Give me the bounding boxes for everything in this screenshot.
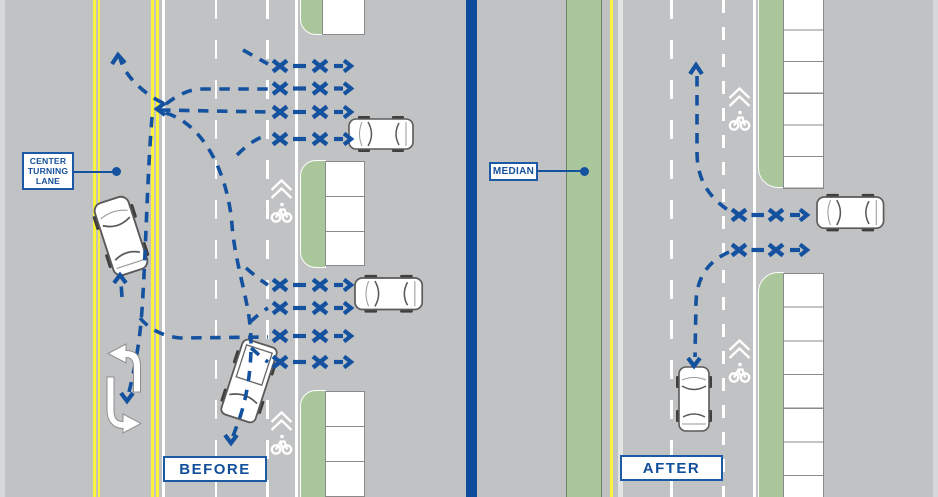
after-yellow-line	[609, 0, 613, 497]
before-building-top	[322, 0, 365, 35]
car-icon	[354, 274, 424, 314]
center-turning-lane-callout: CENTER TURNING LANE	[22, 152, 74, 190]
before-yellow-line-2	[97, 0, 101, 497]
before-yellow-line-4	[156, 0, 159, 497]
after-bike-lane-line	[722, 0, 725, 497]
median-leader	[537, 169, 581, 173]
sharrow-icon	[270, 411, 293, 455]
after-title: AFTER	[642, 459, 701, 477]
arrowhead-down-icon	[686, 356, 702, 370]
before-title-box: BEFORE	[163, 456, 267, 482]
left-road-edge	[0, 0, 5, 497]
vehicles	[88, 115, 885, 432]
right-road-edge	[933, 0, 938, 497]
turn-arrow-markings	[106, 343, 143, 434]
arrowhead-down-icon	[119, 391, 135, 405]
sharrow-icon	[728, 339, 751, 383]
sharrow-icon	[270, 179, 293, 223]
car-icon	[816, 193, 885, 233]
after-lane-line	[670, 0, 673, 497]
arrowhead-up-icon	[688, 61, 704, 76]
after-median-strip	[566, 0, 602, 497]
callout-dot-icon	[580, 167, 589, 176]
center-turning-lane-label: CENTER TURNING LANE	[27, 155, 69, 187]
turn-arrow-marking-icon	[106, 343, 141, 393]
callout-dot-icon	[112, 167, 121, 176]
after-movement-paths	[686, 61, 732, 370]
before-edge-line	[161, 0, 165, 497]
after-parking-top	[782, 0, 824, 189]
turn-arrow-marking-icon	[106, 376, 143, 434]
before-yellow-line-1	[93, 0, 96, 497]
before-curb-line	[295, 0, 298, 497]
median-callout: MEDIAN	[489, 162, 538, 181]
before-parking-bottom	[325, 391, 365, 497]
center-turning-lane-leader	[74, 170, 114, 174]
arrowhead-up-icon	[112, 271, 128, 285]
before-lane-line	[214, 0, 218, 497]
arrowhead-down-icon	[223, 433, 239, 447]
before-parking-mid	[325, 161, 365, 266]
after-edge-line	[617, 0, 623, 497]
before-title: BEFORE	[179, 460, 251, 478]
before-yellow-line-3	[151, 0, 155, 497]
after-title-box: AFTER	[620, 455, 723, 481]
conflict-rows	[273, 61, 811, 368]
median-label: MEDIAN	[492, 166, 535, 177]
before-bike-lane-line	[266, 0, 269, 497]
car-icon	[348, 115, 414, 153]
arrowhead-left-icon	[153, 101, 167, 117]
arrowhead-up-icon	[110, 51, 127, 66]
car-icon	[675, 366, 713, 432]
panel-divider	[466, 0, 477, 497]
before-landscape-bottom	[300, 390, 326, 497]
car-icon	[88, 192, 154, 280]
sharrow-icon	[728, 87, 751, 131]
after-parking-bottom	[782, 273, 824, 497]
